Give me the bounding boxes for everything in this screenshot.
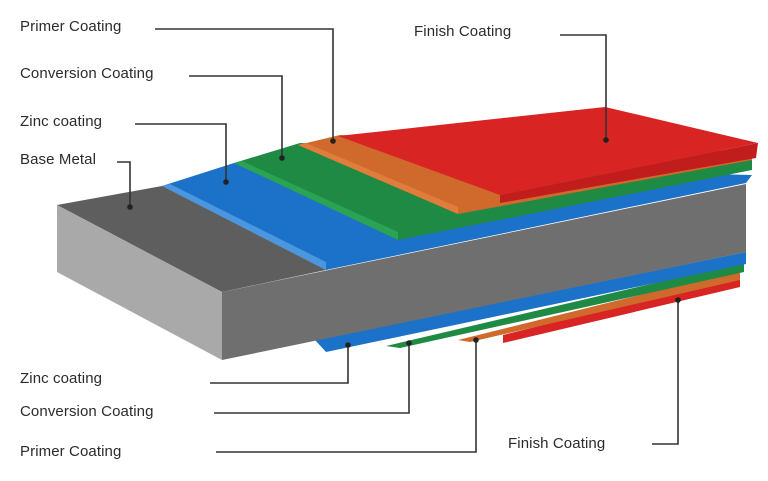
dot-bottom-conversion <box>406 340 412 346</box>
label-top-base: Base Metal <box>20 151 97 168</box>
base-metal-side-face <box>222 184 746 360</box>
label-top-zinc: Zinc coating <box>20 113 103 130</box>
label-top-primer: Primer Coating <box>20 18 122 35</box>
base-metal-front-face <box>57 205 222 360</box>
dot-bottom-primer <box>473 337 479 343</box>
top-finish-layer <box>338 107 758 195</box>
leader-top-zinc <box>135 123 227 182</box>
leader-bottom-primer <box>216 340 477 453</box>
label-bottom-conversion: Conversion Coating <box>20 403 154 420</box>
leader-bottom-conversion <box>214 343 410 414</box>
top-zinc-edge <box>162 184 326 270</box>
leader-top-finish <box>560 34 607 140</box>
label-bottom-primer: Primer Coating <box>20 443 122 460</box>
leader-top-base <box>117 161 131 207</box>
leader-top-primer <box>155 28 334 141</box>
top-conversion-edge <box>234 161 398 240</box>
dot-bottom-finish <box>675 297 681 303</box>
top-primer-edge <box>298 143 458 214</box>
dot-top-base <box>127 204 133 210</box>
label-bottom-finish: Finish Coating <box>508 435 606 452</box>
label-bottom-zinc: Zinc coating <box>20 370 103 387</box>
dot-top-conversion <box>279 155 285 161</box>
base-metal-top-face <box>57 186 326 292</box>
dot-top-finish <box>603 137 609 143</box>
dot-top-zinc <box>223 179 229 185</box>
dot-top-primer <box>330 138 336 144</box>
bottom-zinc-layer <box>315 252 746 352</box>
label-top-finish: Finish Coating <box>414 23 512 40</box>
label-top-conversion: Conversion Coating <box>20 65 154 82</box>
leader-top-conversion <box>189 75 283 158</box>
leader-bottom-zinc <box>210 345 349 384</box>
dot-bottom-zinc <box>345 342 351 348</box>
top-finish-front <box>500 143 758 203</box>
bottom-conversion-layer <box>386 262 744 348</box>
leader-bottom-finish <box>652 300 679 445</box>
